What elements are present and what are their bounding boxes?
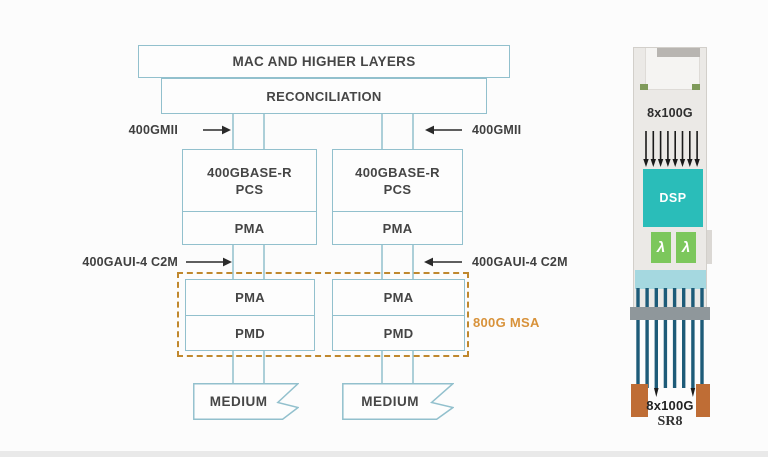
pcs-cell: 400GBASE-R PCS: [183, 150, 316, 211]
pcs-label-line1: 400GBASE-R: [355, 164, 440, 180]
lambda-glyph: λ: [681, 239, 691, 256]
gmii-left-label: 400GMII: [128, 123, 178, 137]
optical-interface-band: [635, 270, 706, 289]
medium-shape: [342, 383, 454, 420]
medium-label: MEDIUM: [361, 394, 420, 409]
pma-label: PMA: [235, 290, 265, 305]
module-top-tab: [657, 48, 700, 57]
lambda-glyph: λ: [656, 239, 666, 256]
pma-label: PMA: [234, 220, 265, 236]
medium-symbol-right: MEDIUM: [342, 383, 454, 420]
msa-dashed-outline: [177, 272, 469, 357]
pcs-cell: 400GBASE-R PCS: [333, 150, 462, 211]
laser-lambda-icon: λ: [676, 232, 696, 263]
medium-shape: [193, 383, 299, 420]
module-bottom-label: 8x100G: [646, 398, 694, 413]
pma-label: PMA: [383, 290, 414, 305]
msa-stack-right: PMA PMD: [332, 279, 465, 351]
reconciliation-box: RECONCILIATION: [161, 78, 487, 114]
connector-foot-right: [696, 384, 710, 417]
msa-group-label: 800G MSA: [473, 315, 540, 330]
arrow-right-icon: [203, 125, 231, 135]
pma-cell: PMA: [333, 211, 462, 244]
bottom-edge-strip: [0, 451, 768, 457]
fiber-ribbon-icon: [636, 288, 704, 397]
dsp-label: DSP: [659, 191, 687, 205]
mac-layer-box: MAC AND HIGHER LAYERS: [138, 45, 510, 78]
pmd-label: PMD: [235, 325, 265, 341]
module-screw-right: [692, 84, 700, 90]
optical-module-illustration: 8x100G DSP λ λ: [630, 47, 713, 442]
dsp-chip: DSP: [643, 169, 703, 227]
medium-symbol-left: MEDIUM: [193, 383, 299, 420]
pmd-cell: PMD: [186, 315, 314, 350]
pcs-stack-right: 400GBASE-R PCS PMA: [332, 149, 463, 245]
pma-cell: PMA: [333, 280, 464, 315]
connector-foot-left: [631, 384, 648, 417]
mac-layer-label: MAC AND HIGHER LAYERS: [232, 54, 416, 69]
arrow-left-icon: [425, 125, 462, 135]
pma-cell: PMA: [186, 280, 314, 315]
pma-label: PMA: [382, 220, 413, 236]
reconciliation-label: RECONCILIATION: [266, 88, 382, 104]
gmii-right-label: 400GMII: [472, 123, 522, 137]
pcs-label-line1: 400GBASE-R: [207, 164, 292, 180]
laser-lambda-icon: λ: [651, 232, 671, 263]
module-screw-left: [640, 84, 648, 90]
arrow-left-icon: [424, 257, 462, 267]
gaui-right-label: 400GAUI-4 C2M: [472, 255, 568, 269]
module-side-notch: [707, 230, 712, 264]
electrical-lanes-arrows-icon: [643, 131, 700, 167]
pcs-stack-left: 400GBASE-R PCS PMA: [182, 149, 317, 245]
pcs-label-line2: PCS: [383, 181, 412, 197]
gaui-left-label: 400GAUI-4 C2M: [82, 255, 178, 269]
module-sub-label: SR8: [657, 414, 683, 429]
medium-label: MEDIUM: [209, 394, 268, 409]
arrow-right-icon: [186, 257, 232, 267]
pmd-label: PMD: [383, 325, 414, 341]
pma-cell: PMA: [183, 211, 316, 244]
fiber-clamp-band: [630, 307, 710, 320]
module-top-label: 8x100G: [647, 106, 693, 120]
pmd-cell: PMD: [333, 315, 464, 350]
msa-stack-left: PMA PMD: [185, 279, 315, 351]
pcs-label-line2: PCS: [235, 181, 264, 197]
